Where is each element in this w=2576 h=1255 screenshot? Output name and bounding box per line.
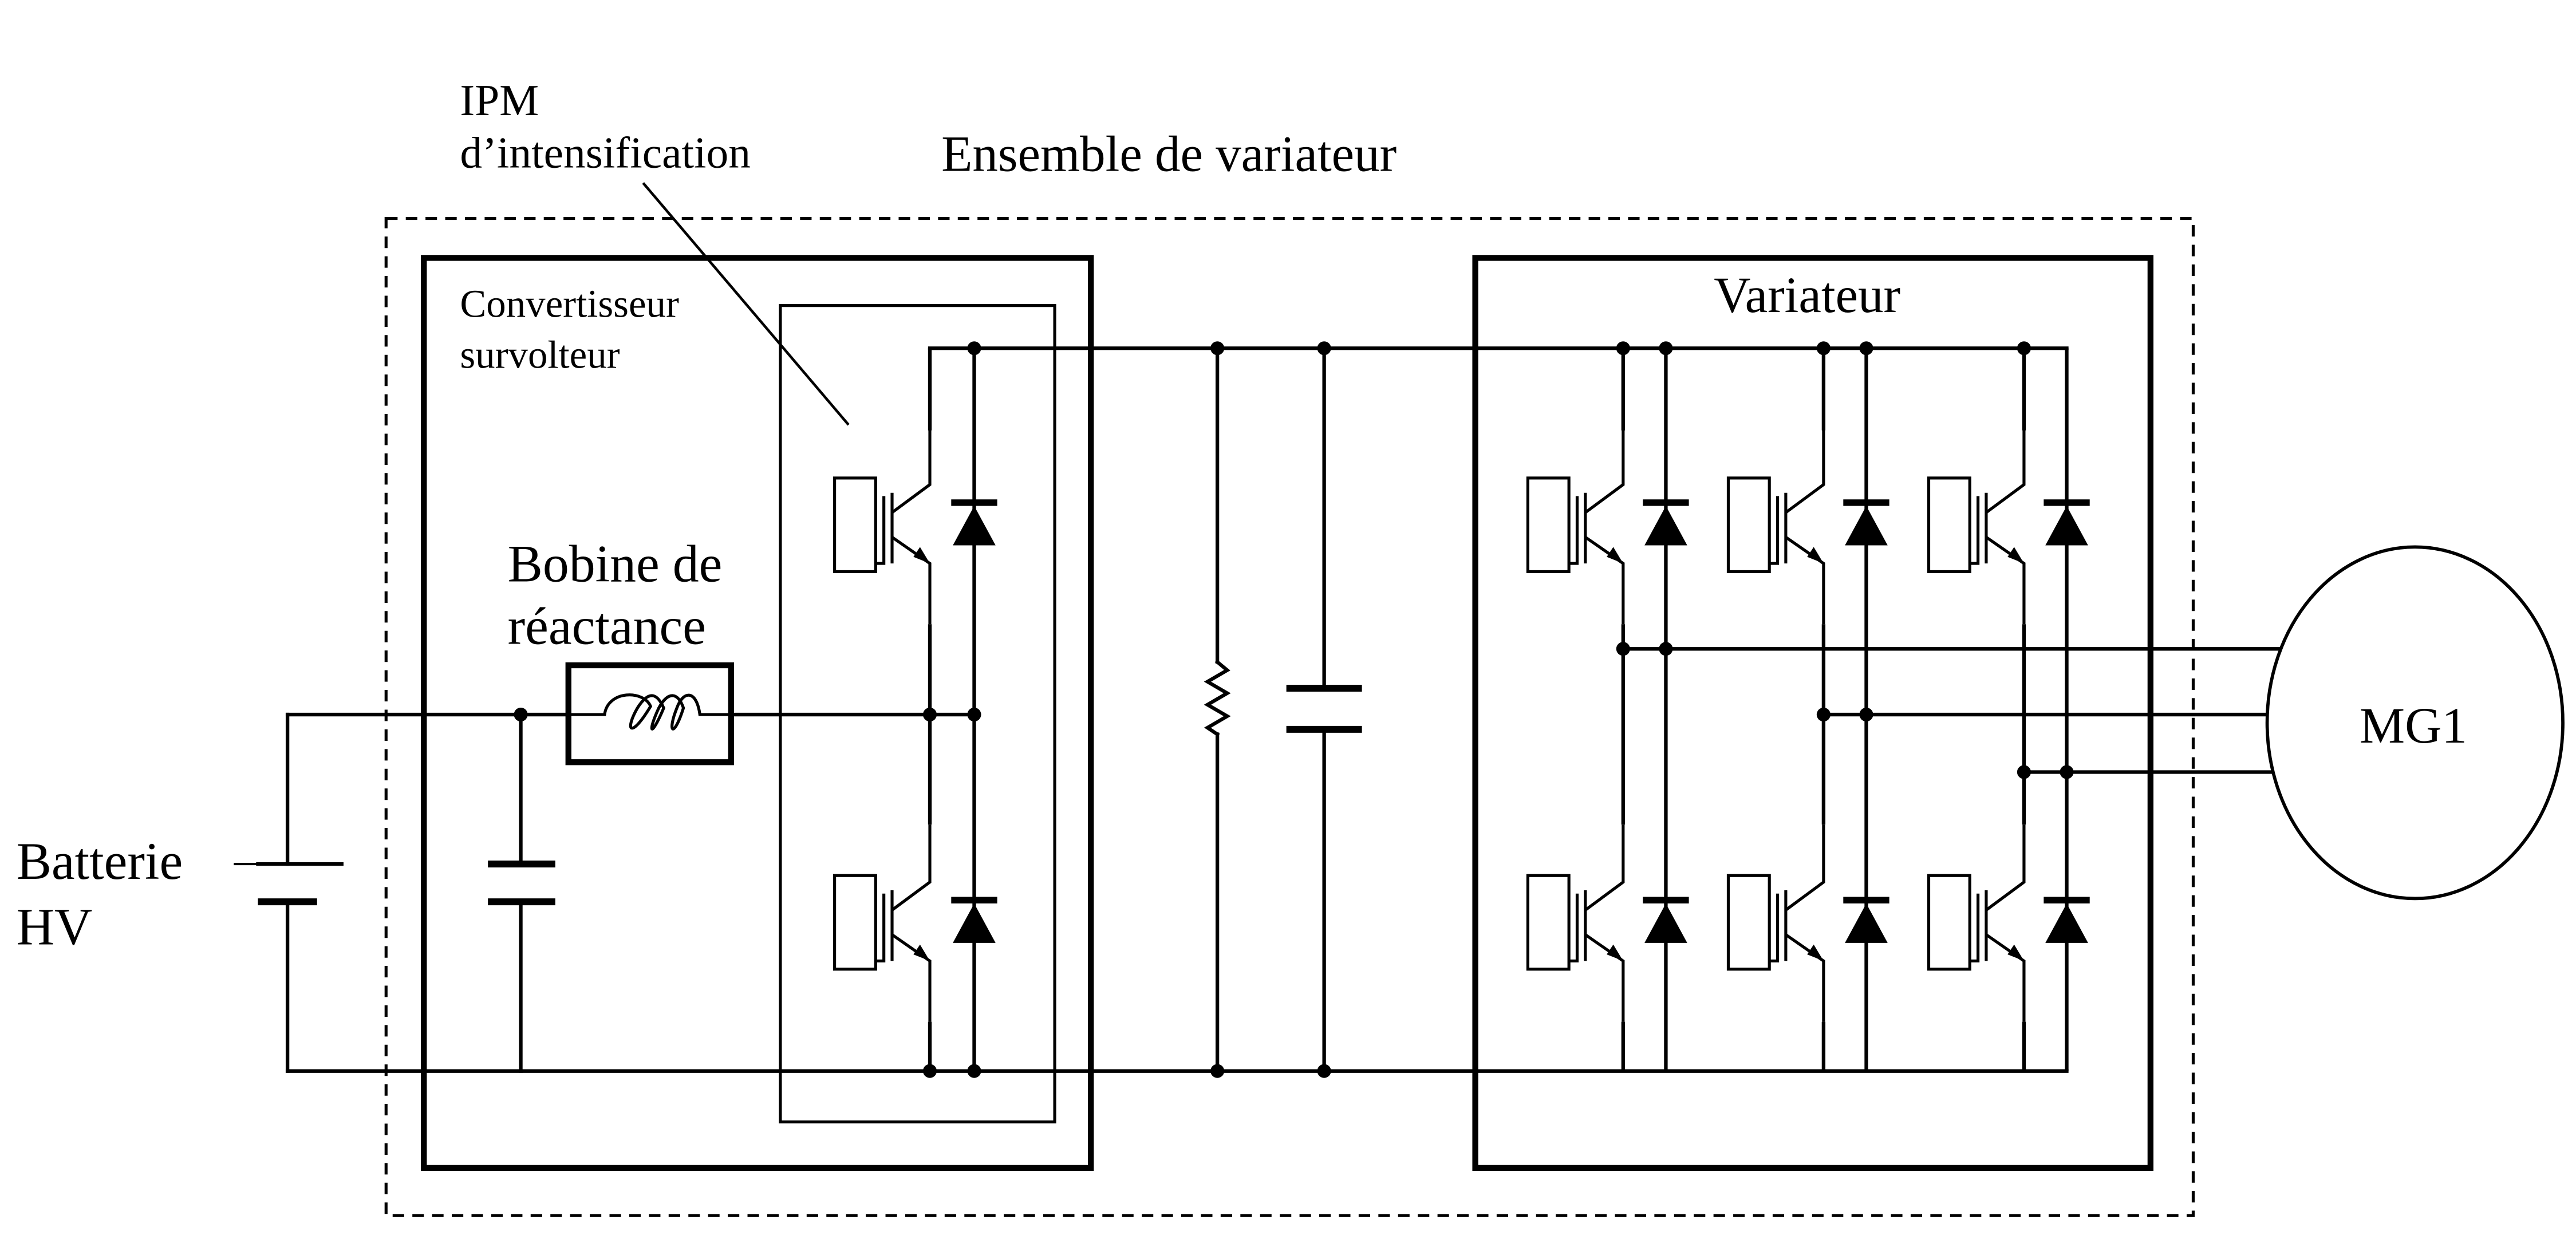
inverter-lower-igbt bbox=[1927, 824, 2026, 1022]
inverter-upper-diode bbox=[1843, 499, 1889, 546]
input-capacitor-symbol bbox=[488, 712, 555, 1073]
battery-symbol bbox=[234, 712, 344, 1073]
ipm-label-line1: IPM bbox=[460, 76, 539, 125]
bobine-label-line1: Bobine de bbox=[508, 535, 723, 593]
junction-dot bbox=[514, 708, 528, 722]
junction-dot bbox=[1317, 341, 1331, 356]
junction-dot bbox=[1616, 341, 1630, 356]
junction-dot bbox=[1859, 708, 1873, 722]
reactor-inductor-symbol bbox=[565, 662, 734, 765]
boost-upper-diode bbox=[951, 499, 997, 546]
inverter-lower-diode bbox=[2044, 897, 2090, 943]
boost-lower-igbt bbox=[833, 824, 932, 1022]
junction-dot bbox=[967, 1064, 981, 1078]
inverter-upper-diode bbox=[1643, 499, 1689, 546]
junction-dot bbox=[1659, 341, 1673, 356]
boost-lower-diode bbox=[951, 897, 997, 943]
convertisseur-label-line1: Convertisseur bbox=[460, 282, 679, 326]
ipm-label-line2: d’intensification bbox=[460, 128, 751, 177]
junction-dot bbox=[2017, 341, 2031, 356]
inverter-lower-igbt bbox=[1526, 824, 1625, 1022]
bobine-label-line2: réactance bbox=[508, 597, 706, 656]
batterie-label-line1: Batterie bbox=[17, 832, 183, 890]
motor-mg1-symbol bbox=[2265, 545, 2565, 901]
motor-label: MG1 bbox=[2360, 698, 2467, 754]
ipm-leader-line bbox=[642, 182, 850, 426]
junction-dot bbox=[922, 1064, 937, 1078]
inverter-lower-diode bbox=[1843, 897, 1889, 943]
dc-link-resistor bbox=[1204, 346, 1231, 1073]
inverter-upper-diode bbox=[2044, 499, 2090, 546]
junction-dot bbox=[1210, 1064, 1225, 1078]
inverter-lower-igbt bbox=[1726, 824, 1825, 1022]
boost-upper-igbt bbox=[833, 427, 932, 625]
junction-dot bbox=[922, 708, 937, 722]
inverter-assembly-boundary bbox=[384, 217, 2195, 1217]
junction-dot bbox=[1859, 341, 1873, 356]
junction-dot bbox=[1816, 341, 1831, 356]
junction-dot bbox=[967, 341, 981, 356]
convertisseur-label-line2: survolteur bbox=[460, 333, 620, 377]
inverter-lower-diode bbox=[1643, 897, 1689, 943]
batterie-label-line2: HV bbox=[17, 898, 93, 956]
junction-dot bbox=[1317, 1064, 1331, 1078]
junction-dot bbox=[2060, 765, 2074, 779]
ensemble-label: Ensemble de variateur bbox=[941, 126, 1397, 182]
junction-dot bbox=[1659, 642, 1673, 656]
junction-dot bbox=[1816, 708, 1831, 722]
junction-dot bbox=[2017, 765, 2031, 779]
dc-link-capacitor bbox=[1286, 346, 1362, 1073]
variateur-label: Variateur bbox=[1714, 267, 1900, 323]
inverter-upper-igbt bbox=[1927, 427, 2026, 625]
junction-dot bbox=[1616, 642, 1630, 656]
inverter-upper-igbt bbox=[1726, 427, 1825, 625]
junction-dot bbox=[967, 708, 981, 722]
inverter-upper-igbt bbox=[1526, 427, 1625, 625]
junction-dot bbox=[1210, 341, 1225, 356]
